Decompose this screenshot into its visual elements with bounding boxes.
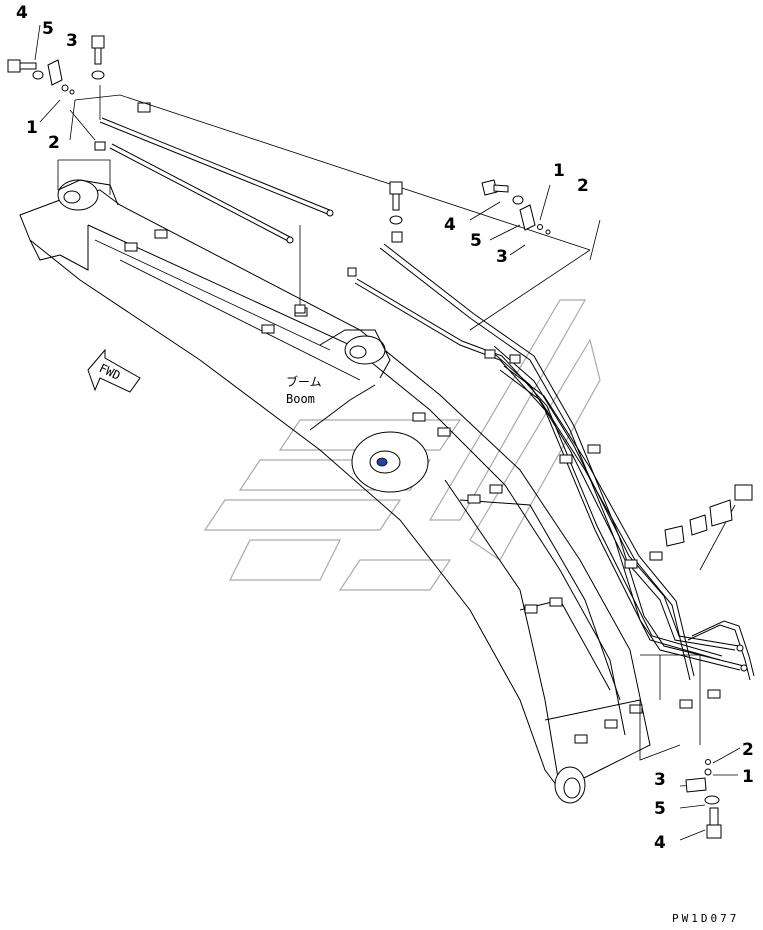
callout-2-bottom-right: 2 (742, 740, 754, 760)
callout-3-top-left: 3 (66, 31, 78, 51)
drawing-code: PW1D077 (672, 912, 739, 925)
fwd-label: FWD (97, 361, 123, 383)
boom-label-en: Boom (286, 392, 315, 406)
callout-2-top-left: 2 (48, 133, 60, 153)
callout-3-bottom-right: 3 (654, 770, 666, 790)
callout-5-bottom-right: 5 (654, 799, 666, 819)
callout-4-top-left: 4 (16, 3, 28, 23)
callout-4-bottom-right: 4 (654, 833, 666, 853)
boom-body (19, 179, 651, 804)
hardware-top-left (7, 35, 105, 95)
hardware-bottom-right (685, 759, 722, 839)
callout-1-top-right: 1 (553, 161, 565, 181)
hydraulic-tubes (94, 102, 755, 709)
callout-1-top-left: 1 (26, 118, 38, 138)
callout-5-top-left: 5 (42, 19, 54, 39)
callout-5-top-right: 5 (470, 231, 482, 251)
hardware-right-side (664, 484, 753, 547)
callout-1-bottom-right: 1 (742, 767, 754, 787)
callout-4-top-right: 4 (444, 215, 456, 235)
boom-label-jp: ブーム (286, 374, 322, 389)
callout-3-top-right: 3 (496, 247, 508, 267)
fwd-direction-arrow: FWD (87, 348, 141, 393)
hardware-top-right (389, 179, 551, 235)
callout-2-top-right: 2 (577, 176, 589, 196)
